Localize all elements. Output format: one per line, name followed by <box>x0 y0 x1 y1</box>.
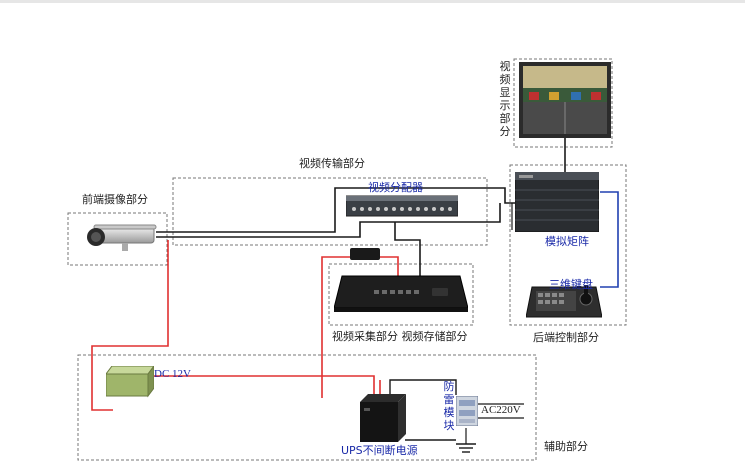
monitor-icon <box>519 62 611 138</box>
dvr-icon <box>334 275 468 312</box>
backend-control-group <box>509 164 627 326</box>
video-distributor-label: 视频分配器 <box>368 181 423 194</box>
dc12v-label: DC 12V <box>154 368 191 380</box>
distributor-to-dvr-cable <box>394 222 421 280</box>
matrix-to-keyboard-cable <box>600 191 619 288</box>
camera-to-matrix-cable <box>156 187 525 233</box>
auxiliary-group <box>77 354 537 461</box>
dc-to-ups-cable <box>152 375 375 398</box>
backend-control-label: 后端控制部分 <box>533 331 599 344</box>
camera-power-cable <box>91 240 169 411</box>
display-label: 视 频 显 示 部 分 <box>499 60 511 138</box>
ups-label: UPS不间断电源 <box>341 444 418 457</box>
matrix-icon <box>515 172 599 232</box>
dc-power-box-icon <box>106 366 154 398</box>
power-adapter-icon <box>350 248 380 260</box>
keyboard-label: 三维键盘 <box>549 278 593 291</box>
capture-storage-label: 视频采集部分 视频存储部分 <box>332 330 468 343</box>
distributor-to-matrix-cable <box>156 203 501 238</box>
transmission-label: 视频传输部分 <box>299 157 365 170</box>
front-camera-group <box>67 212 168 266</box>
auxiliary-label: 辅助部分 <box>544 440 588 453</box>
analog-matrix-label: 模拟矩阵 <box>545 235 589 248</box>
lightning-module-icon <box>456 396 478 426</box>
video-distributor-icon <box>346 195 458 217</box>
capture-storage-group <box>328 263 474 326</box>
front-camera-label: 前端摄像部分 <box>82 193 148 206</box>
ups-icon <box>360 394 406 442</box>
transmission-group <box>172 177 488 246</box>
keyboard-icon <box>526 285 602 318</box>
lightning-module-label: 防 雷 模 块 <box>443 380 455 432</box>
camera-icon <box>87 224 157 251</box>
top-border <box>0 0 745 3</box>
display-group <box>513 58 613 148</box>
ac220v-label: AC220V <box>481 404 521 416</box>
